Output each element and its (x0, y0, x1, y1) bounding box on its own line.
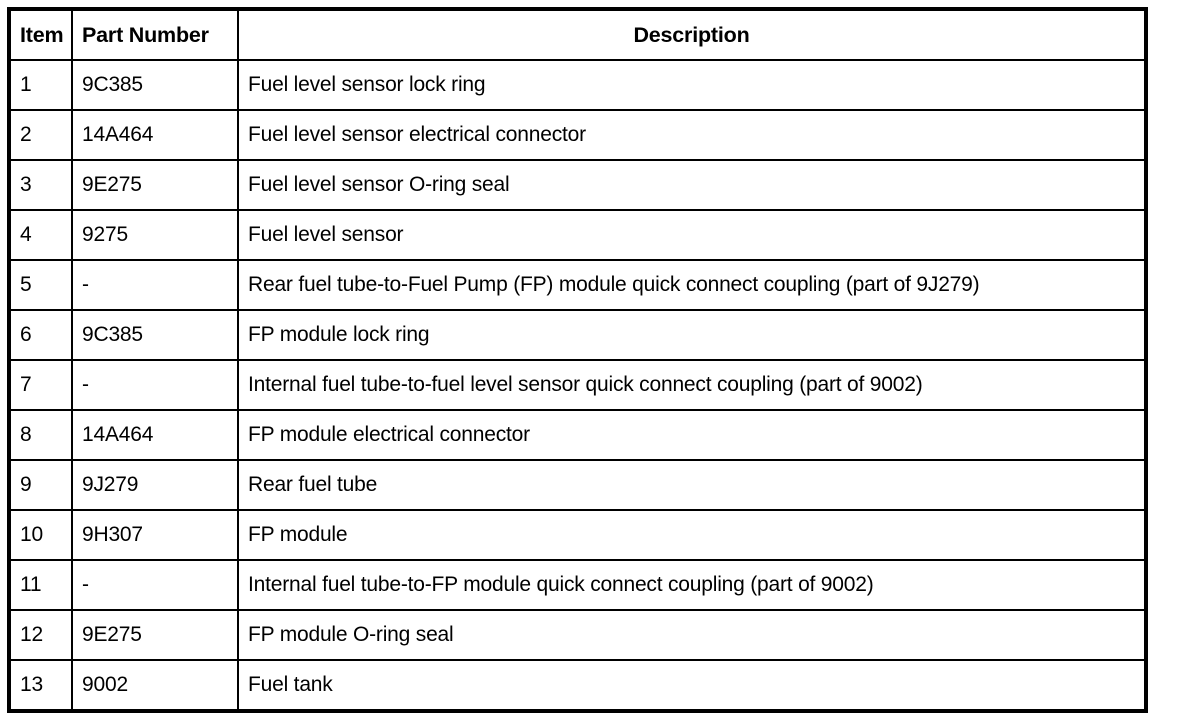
cell-item: 1 (8, 59, 73, 111)
cell-description: Fuel level sensor (237, 209, 1147, 261)
table-row: 11-Internal fuel tube-to-FP module quick… (8, 559, 1147, 611)
cell-description: Internal fuel tube-to-fuel level sensor … (237, 359, 1147, 411)
cell-description: FP module (237, 509, 1147, 561)
cell-part-number: 9E275 (71, 609, 239, 661)
cell-part-number: 9H307 (71, 509, 239, 561)
cell-description: Rear fuel tube-to-Fuel Pump (FP) module … (237, 259, 1147, 311)
cell-item: 11 (8, 559, 73, 611)
cell-part-number: - (71, 259, 239, 311)
cell-part-number: 9J279 (71, 459, 239, 511)
cell-part-number: 9C385 (71, 59, 239, 111)
cell-part-number: 9C385 (71, 309, 239, 361)
cell-description: FP module O-ring seal (237, 609, 1147, 661)
cell-part-number: 9E275 (71, 159, 239, 211)
cell-description: Fuel tank (237, 659, 1147, 712)
table-row: 5-Rear fuel tube-to-Fuel Pump (FP) modul… (8, 259, 1147, 311)
cell-part-number: 9275 (71, 209, 239, 261)
cell-description: Rear fuel tube (237, 459, 1147, 511)
cell-description: Fuel level sensor O-ring seal (237, 159, 1147, 211)
cell-item: 9 (8, 459, 73, 511)
cell-item: 5 (8, 259, 73, 311)
table-header-row: Item Part Number Description (8, 8, 1147, 61)
column-header-description: Description (237, 8, 1147, 61)
cell-description: Internal fuel tube-to-FP module quick co… (237, 559, 1147, 611)
cell-item: 8 (8, 409, 73, 461)
cell-item: 6 (8, 309, 73, 361)
cell-description: Fuel level sensor electrical connector (237, 109, 1147, 161)
cell-item: 7 (8, 359, 73, 411)
cell-description: FP module electrical connector (237, 409, 1147, 461)
table-row: 7-Internal fuel tube-to-fuel level senso… (8, 359, 1147, 411)
cell-item: 12 (8, 609, 73, 661)
cell-part-number: - (71, 559, 239, 611)
cell-item: 3 (8, 159, 73, 211)
cell-part-number: 9002 (71, 659, 239, 712)
column-header-item: Item (8, 8, 73, 61)
cell-item: 10 (8, 509, 73, 561)
cell-part-number: 14A464 (71, 109, 239, 161)
table-header: Item Part Number Description (8, 8, 1147, 61)
column-header-part-number: Part Number (71, 8, 239, 61)
cell-part-number: 14A464 (71, 409, 239, 461)
cell-description: Fuel level sensor lock ring (237, 59, 1147, 111)
cell-item: 2 (8, 109, 73, 161)
cell-item: 13 (8, 659, 73, 712)
cell-part-number: - (71, 359, 239, 411)
cell-item: 4 (8, 209, 73, 261)
cell-description: FP module lock ring (237, 309, 1147, 361)
